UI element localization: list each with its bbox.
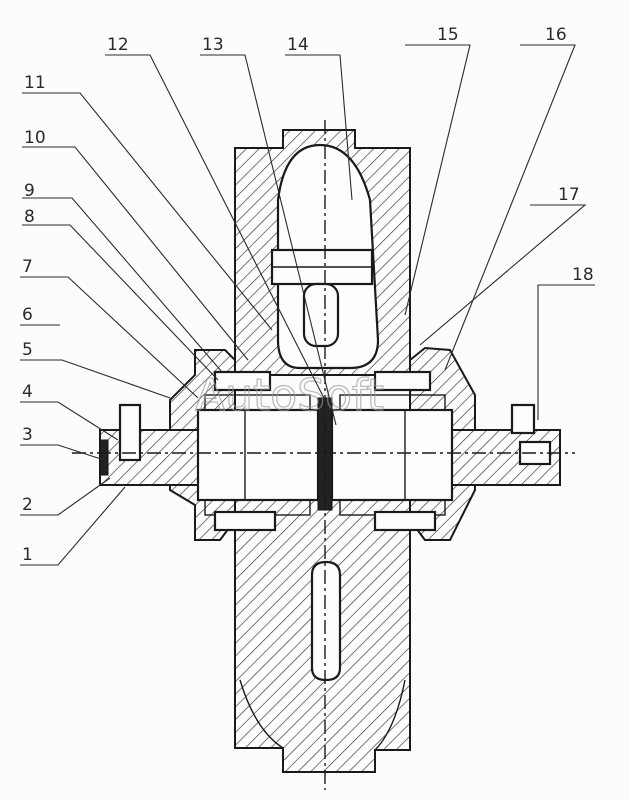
callout-10: 10 [24, 128, 46, 148]
leader-lines [20, 44, 595, 566]
callout-2: 2 [22, 495, 33, 515]
bearing-left [196, 408, 320, 502]
callout-1: 1 [22, 545, 33, 565]
bolt-top-right [373, 370, 432, 392]
bolt-top-left [213, 370, 272, 392]
wheel-lower-groove [310, 560, 342, 682]
callout-9: 9 [24, 181, 35, 201]
wheel-lower-fillet-left [239, 679, 284, 749]
callout-15: 15 [437, 25, 459, 45]
callout-5: 5 [22, 340, 33, 360]
callout-8: 8 [24, 207, 35, 227]
bolt-bottom-right [373, 510, 437, 532]
callout-4: 4 [22, 382, 33, 402]
callout-14: 14 [287, 35, 309, 55]
callout-11: 11 [24, 73, 46, 93]
stud-right [510, 403, 536, 435]
callouts: 1 2 3 4 5 6 7 8 9 10 11 12 13 14 15 16 1… [22, 25, 594, 565]
axle-end-plate-left [99, 439, 109, 476]
wheel-lower-fillet-right [374, 679, 406, 751]
stud-left [118, 403, 142, 462]
callout-3: 3 [22, 425, 33, 445]
callout-13: 13 [202, 35, 224, 55]
watermark-text: AutoSoft [195, 370, 384, 421]
callout-12: 12 [107, 35, 129, 55]
bearing-right [330, 408, 454, 502]
callout-16: 16 [545, 25, 567, 45]
callout-6: 6 [22, 305, 33, 325]
callout-18: 18 [572, 265, 594, 285]
callout-7: 7 [22, 257, 33, 277]
bolt-bottom-left [213, 510, 277, 532]
callout-17: 17 [558, 185, 580, 205]
